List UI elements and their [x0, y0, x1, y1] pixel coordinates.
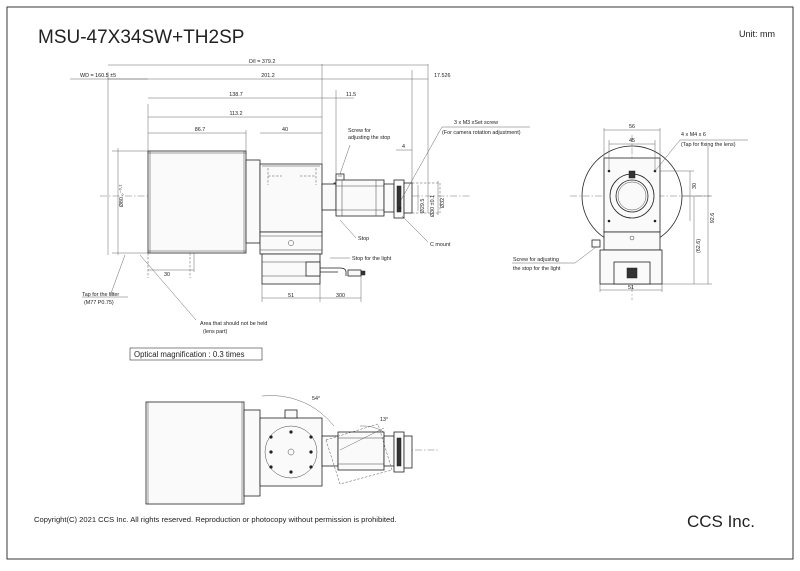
label-set-screw-2: (For camera rotation adjustment): [442, 130, 521, 136]
dim-113: 113.2: [229, 111, 242, 117]
dim-30-side: 30: [164, 272, 170, 278]
neck-block: [245, 159, 261, 244]
label-tap-filter-1: Tap for the filter: [82, 292, 119, 298]
label-screw-light-2: the stop for the light: [513, 266, 561, 272]
dim-62: (62.6): [696, 239, 702, 253]
dim-201: 201.2: [261, 73, 275, 79]
magnification-text: Optical magnification : 0.3 times: [134, 350, 245, 359]
dim-51-side: 51: [288, 293, 294, 299]
lens-collar: [321, 183, 337, 211]
dim-92: 92.6: [710, 213, 716, 224]
bottom-view: 54° 13°: [145, 395, 440, 505]
front-body-block: [603, 157, 661, 233]
dim-phi32: Ø32: [440, 198, 446, 208]
lens-ring: [383, 183, 395, 213]
label-screw-light-1: Screw for adjusting: [513, 257, 559, 263]
label-area-1: Area that should not be held: [200, 321, 267, 327]
label-tap-filter-2: (M77 P0.75): [84, 300, 114, 306]
dim-86: 86.7: [195, 127, 206, 133]
front-light-screw: [591, 239, 601, 248]
label-c-mount: C mount: [430, 242, 451, 248]
label-stop-light: Stop for the light: [352, 256, 392, 262]
bottom-light-housing: [145, 401, 245, 505]
angle-13: 13°: [380, 417, 388, 423]
light-connector: [347, 269, 362, 277]
light-housing: [147, 150, 247, 254]
front-lens-inner: [615, 179, 649, 213]
copyright-text: Copyright(C) 2021 CCS Inc. All rights re…: [34, 515, 397, 524]
dim-11: 11.5: [346, 92, 356, 98]
dim-45: 45: [629, 138, 635, 144]
magnification-note: Optical magnification : 0.3 times: [129, 347, 263, 361]
rotation-plate: [264, 425, 318, 479]
body-block: [259, 163, 323, 233]
sheet-border: [6, 6, 794, 560]
drawing-title: MSU-47X34SW+TH2SP: [38, 27, 244, 48]
angle-54: 54°: [312, 396, 320, 402]
label-screw-stop-2: adjusting the stop: [348, 135, 390, 141]
side-view: O/I = 379.2 WD = 160.5 ±5 201.2 17.526 1…: [70, 59, 530, 335]
dim-138: 138.7: [229, 92, 243, 98]
dim-56: 56: [629, 124, 635, 130]
dim-17: 17.526: [434, 73, 451, 79]
dim-oi: O/I = 379.2: [249, 59, 276, 65]
label-set-screw-1: 3 x M3 xSet screw: [454, 120, 498, 126]
bottom-body-block: [259, 417, 323, 487]
dim-phi29: Ø29.5: [420, 199, 426, 214]
lens-barrel: [335, 179, 385, 217]
dim-wd: WD = 160.5 ±5: [80, 73, 116, 79]
bottom-lens-barrel: [337, 431, 385, 471]
dim-30-front: 30: [692, 183, 698, 189]
company-name: CCS Inc.: [687, 512, 755, 531]
base-block: [259, 231, 323, 255]
label-tap-lens-2: (Tap for fixing the lens): [681, 142, 736, 148]
dim-phi30: Ø30 ±0.1: [430, 195, 436, 217]
label-screw-stop-1: Screw for: [348, 128, 371, 134]
dim-300: 300: [336, 293, 345, 299]
label-tap-lens-1: 4 x M4 x 6: [681, 132, 706, 138]
dim-phi80: Ø80 ₀⁻⁰·²: [119, 185, 125, 208]
label-stop: Stop: [358, 236, 369, 242]
front-view: 56 45 30 92.6 (62.6) 51 4 x M4 x 6 (Tap …: [512, 124, 748, 300]
dim-4: 4: [402, 144, 405, 150]
camera-mount: [403, 182, 413, 214]
dim-40: 40: [282, 127, 288, 133]
unit-label: Unit: mm: [739, 29, 775, 39]
label-area-2: (lens part): [203, 329, 227, 335]
dim-51-front: 51: [628, 285, 634, 291]
